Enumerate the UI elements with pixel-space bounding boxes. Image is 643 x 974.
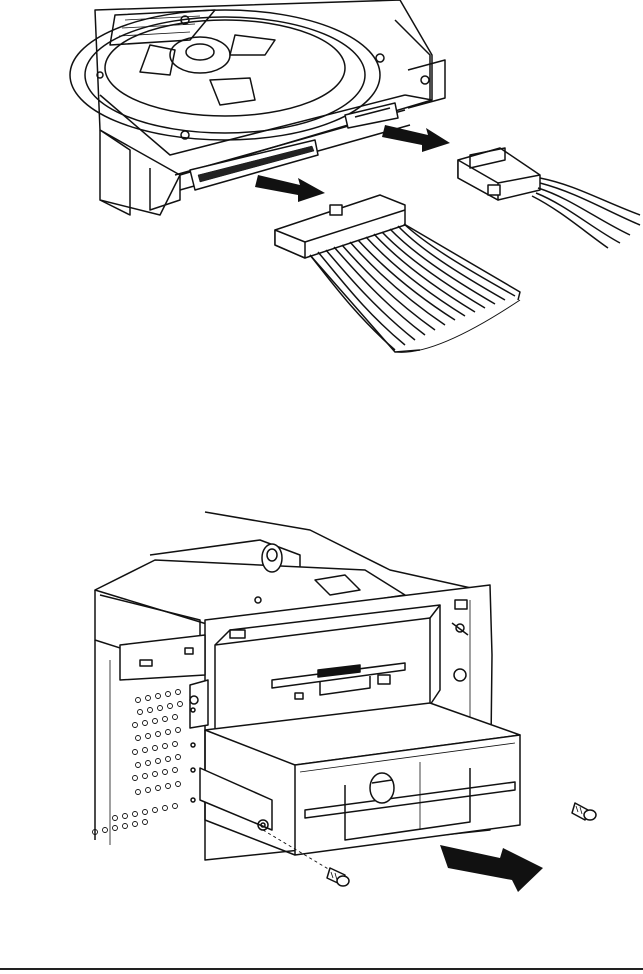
drive-bay-illustration xyxy=(0,500,643,900)
mounting-screw-icon xyxy=(572,803,596,820)
power-connector-icon xyxy=(458,148,640,248)
pull-arrow-icon xyxy=(440,845,543,892)
vent-grid xyxy=(93,690,183,835)
pull-arrow-icon xyxy=(382,125,450,152)
page-bottom-rule xyxy=(0,968,643,970)
pull-arrow-icon xyxy=(255,175,325,202)
ribbon-cable-icon xyxy=(275,195,520,352)
hdd-cable-illustration xyxy=(0,0,643,360)
